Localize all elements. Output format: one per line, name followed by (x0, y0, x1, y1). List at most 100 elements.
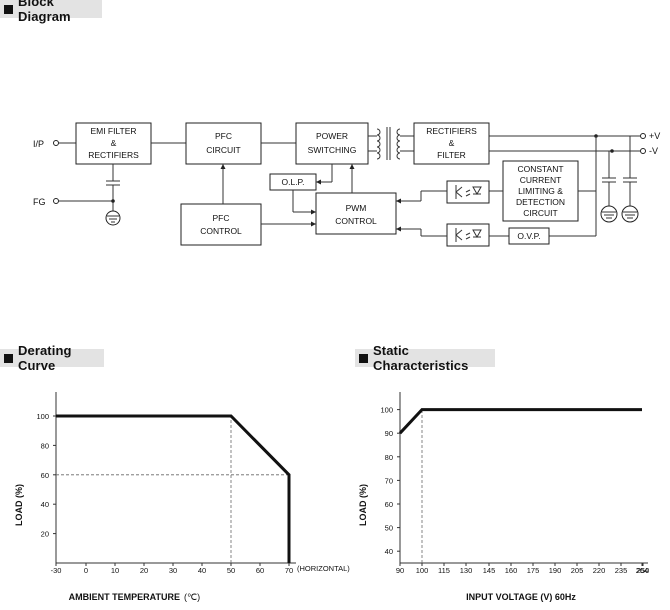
y-axis-title: LOAD (%) (14, 484, 24, 526)
x-axis-unit: (℃) (184, 592, 200, 602)
y-tick-label: 90 (385, 429, 393, 438)
output-capacitor-icon (623, 136, 637, 206)
y-axis-title: LOAD (%) (358, 484, 368, 526)
arrow-icon (349, 164, 355, 169)
x-tick-label: -30 (51, 566, 62, 575)
square-bullet-icon (4, 4, 13, 14)
arrow-icon (220, 164, 226, 169)
ground-icon (105, 210, 121, 226)
constant-current-label-3: LIMITING & (518, 186, 563, 196)
x-tick-label: 220 (593, 566, 606, 575)
x-tick-label: 90 (396, 566, 404, 575)
x-axis-title: INPUT VOLTAGE (V) 60Hz (466, 592, 576, 602)
transformer-icon (368, 127, 414, 160)
pwm-control-label-1: PWM (346, 203, 367, 213)
emi-filter-block: EMI FILTER & RECTIFIERS (75, 122, 152, 165)
emi-filter-label-1: EMI FILTER (90, 126, 136, 136)
x-tick-label: 205 (571, 566, 584, 575)
load-curve-line (398, 408, 642, 435)
rectifiers-filter-label-1: RECTIFIERS (426, 126, 477, 136)
emi-filter-label-2: & (111, 138, 117, 148)
x-axis-title: AMBIENT TEMPERATURE (69, 592, 180, 602)
x-tick-label: 160 (505, 566, 518, 575)
constant-current-label-1: CONSTANT (517, 164, 563, 174)
rectifiers-filter-label-3: FILTER (437, 150, 466, 160)
x-tick-label: 60 (256, 566, 264, 575)
y-tick-label: 100 (36, 412, 49, 421)
x-tick-label: 10 (111, 566, 119, 575)
x-tick-label: 0 (84, 566, 88, 575)
y-tick-label: 70 (385, 476, 393, 485)
arrow-icon (396, 198, 401, 204)
junction-dot (610, 149, 614, 153)
x-tick-label: 100 (416, 566, 429, 575)
optocoupler-icon (446, 180, 490, 204)
optocoupler-icon (446, 223, 490, 247)
x-tick-label: 115 (438, 566, 450, 575)
constant-current-label-5: CIRCUIT (523, 208, 557, 218)
input-fg-label: FG (33, 197, 46, 207)
block-diagram: I/P FG EMI FILTER & RECTIFIERS PFC CIRCU… (33, 122, 660, 247)
x-tick-label: 250 (637, 566, 650, 575)
arrow-icon (311, 209, 316, 215)
power-switching-label-1: POWER (316, 131, 348, 141)
arrow-icon (396, 226, 401, 232)
x-tick-label: 264 (636, 566, 649, 575)
input-ip-label: I/P (33, 139, 44, 149)
pfc-control-label-1: PFC (213, 213, 230, 223)
output-capacitor-icon (602, 151, 616, 206)
output-negative-label: -V (649, 146, 658, 156)
derating-curve-title: Derating Curve (18, 343, 72, 373)
constant-current-block: CONSTANT CURRENT LIMITING & DETECTION CI… (502, 160, 579, 222)
rectifiers-filter-label-2: & (449, 138, 455, 148)
power-switching-block: POWER SWITCHING (295, 122, 369, 165)
rectifiers-filter-block: RECTIFIERS & FILTER (413, 122, 490, 165)
pfc-control-label-2: CONTROL (200, 226, 242, 236)
pfc-circuit-label-1: PFC (215, 131, 232, 141)
y-tick-label: 60 (385, 500, 393, 509)
constant-current-label-2: CURRENT (520, 175, 562, 185)
x-tick-label: 40 (198, 566, 206, 575)
output-negative-terminal-icon (640, 148, 646, 154)
x-tick-label: 70 (285, 566, 293, 575)
ovp-block: O.V.P. (508, 227, 550, 245)
y-tick-label: 20 (41, 530, 49, 539)
y-tick-label: 40 (41, 500, 49, 509)
x-tick-label: 20 (140, 566, 148, 575)
y-tick-label: 80 (41, 441, 49, 450)
arrow-icon (311, 221, 316, 227)
pfc-control-block: PFC CONTROL (180, 203, 262, 246)
x-tick-label: 130 (460, 566, 473, 575)
ground-icon (621, 205, 639, 223)
y-capacitor-icon (106, 164, 120, 211)
y-tick-label: 50 (385, 524, 393, 533)
output-positive-terminal-icon (640, 133, 646, 139)
block-diagram-header: Block Diagram (0, 0, 102, 24)
square-bullet-icon (359, 353, 368, 363)
pfc-circuit-label-2: CIRCUIT (206, 145, 240, 155)
x-tick-label: 145 (483, 566, 496, 575)
derating-curve-header: Derating Curve (0, 343, 104, 373)
output-positive-label: +V (649, 131, 660, 141)
y-tick-label: 40 (385, 547, 393, 556)
x-tick-label: 235 (615, 566, 628, 575)
power-switching-label-2: SWITCHING (308, 145, 357, 155)
block-diagram-title: Block Diagram (18, 0, 71, 24)
constant-current-label-4: DETECTION (516, 197, 565, 207)
pwm-control-label-2: CONTROL (335, 216, 377, 226)
x-axis-suffix: (HORIZONTAL) (297, 564, 350, 573)
x-tick-label: 30 (169, 566, 177, 575)
x-tick-label: 50 (227, 566, 235, 575)
static-characteristics-title: Static Characteristics (373, 343, 469, 373)
ovp-label: O.V.P. (517, 231, 540, 241)
arrow-icon (316, 179, 321, 185)
square-bullet-icon (4, 353, 13, 363)
olp-label: O.L.P. (282, 177, 305, 187)
emi-filter-label-3: RECTIFIERS (88, 150, 139, 160)
load-curve-line (56, 414, 291, 563)
y-tick-label: 100 (380, 406, 393, 415)
x-tick-label: 190 (549, 566, 562, 575)
pwm-control-block: PWM CONTROL (315, 192, 397, 235)
